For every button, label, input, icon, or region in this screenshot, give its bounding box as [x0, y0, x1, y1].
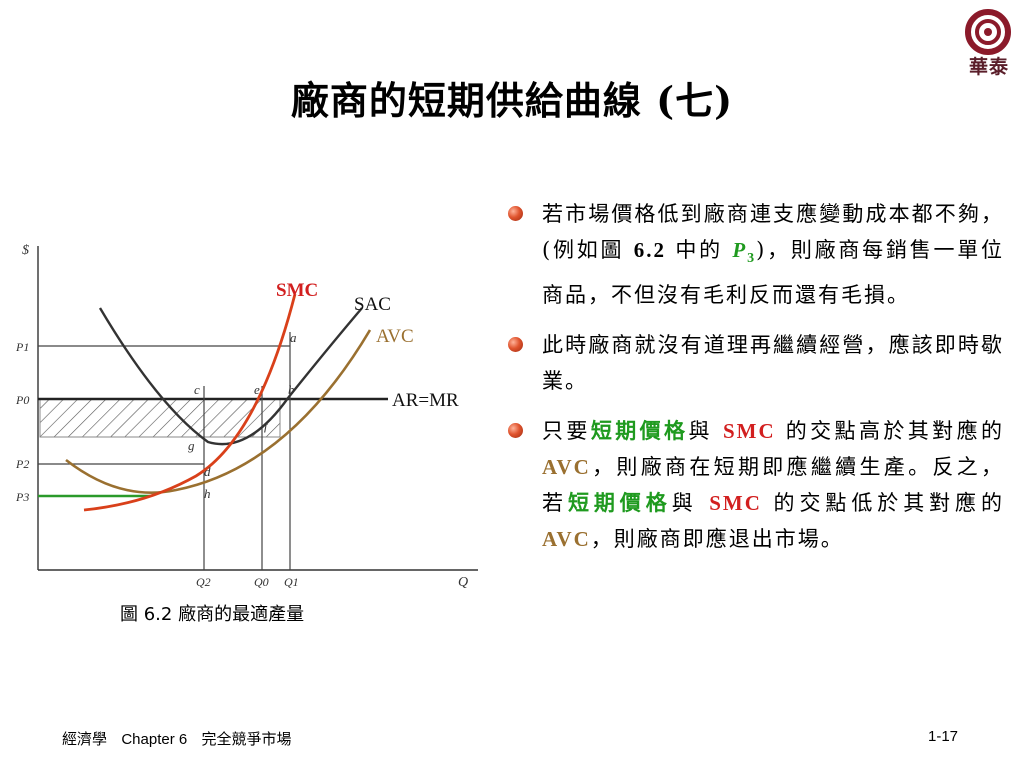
point-d: d: [204, 464, 211, 479]
bullet-icon: [508, 206, 523, 221]
sac-curve: [98, 307, 363, 446]
footer-course: 經濟學 Chapter 6 完全競爭市場: [62, 728, 292, 749]
figure-caption: 圖 6.2 廠商的最適產量: [120, 604, 305, 625]
smc-curve: [83, 293, 297, 512]
y-axis-label: $: [22, 243, 29, 258]
point-c: c: [194, 382, 200, 397]
p2-label: P2: [15, 457, 29, 471]
p1-label: P1: [15, 340, 29, 354]
ar-mr-label: AR=MR: [392, 390, 459, 411]
smc-label: SMC: [276, 280, 318, 301]
avc-curve: [65, 329, 372, 494]
point-g: g: [188, 438, 195, 453]
point-a: a: [290, 330, 297, 345]
point-f: f: [264, 418, 270, 433]
x-axis-label: Q: [458, 575, 468, 590]
huatai-logo-icon: [965, 9, 1011, 55]
bullet-item-1: 若市場價格低到廠商連支應變動成本都不夠，(例如圖 6.2 中的 P3)，則廠商每…: [508, 196, 1004, 313]
q1-label: Q1: [284, 575, 299, 589]
point-b: b: [288, 382, 295, 397]
p0-label: P0: [15, 393, 29, 407]
q0-label: Q0: [254, 575, 269, 589]
bullet-list: 若市場價格低到廠商連支應變動成本都不夠，(例如圖 6.2 中的 P3)，則廠商每…: [508, 196, 1004, 571]
footer-book: 經濟學: [62, 730, 108, 748]
point-h: h: [204, 486, 211, 501]
avc-label: AVC: [376, 326, 414, 347]
page-number: 1-17: [928, 728, 959, 745]
footer-topic: 完全競爭市場: [201, 730, 292, 748]
bullet-icon: [508, 337, 523, 353]
footer-chapter: Chapter 6: [121, 731, 188, 748]
page-title: 廠商的短期供給曲線 (七): [290, 78, 734, 123]
logo-text: 華泰: [968, 56, 1009, 78]
bullet-item-3: 只要短期價格與 SMC 的交點高於其對應的 AVC，則廠商在短期即應繼續生產。反…: [508, 413, 1004, 557]
q2-label: Q2: [196, 575, 211, 589]
sac-label: SAC: [354, 294, 391, 315]
loss-area: [39, 398, 281, 438]
bullet-icon: [508, 423, 523, 439]
bullet-item-2: 此時廠商就沒有道理再繼續經營，應該即時歇業。: [508, 327, 1004, 399]
point-e: e: [254, 382, 260, 397]
cost-curve-diagram: $ Q SMC SAC AVC AR=MR P1 P0 P2 P3 Q2 Q0 …: [15, 243, 478, 590]
p3-label: P3: [15, 490, 29, 504]
